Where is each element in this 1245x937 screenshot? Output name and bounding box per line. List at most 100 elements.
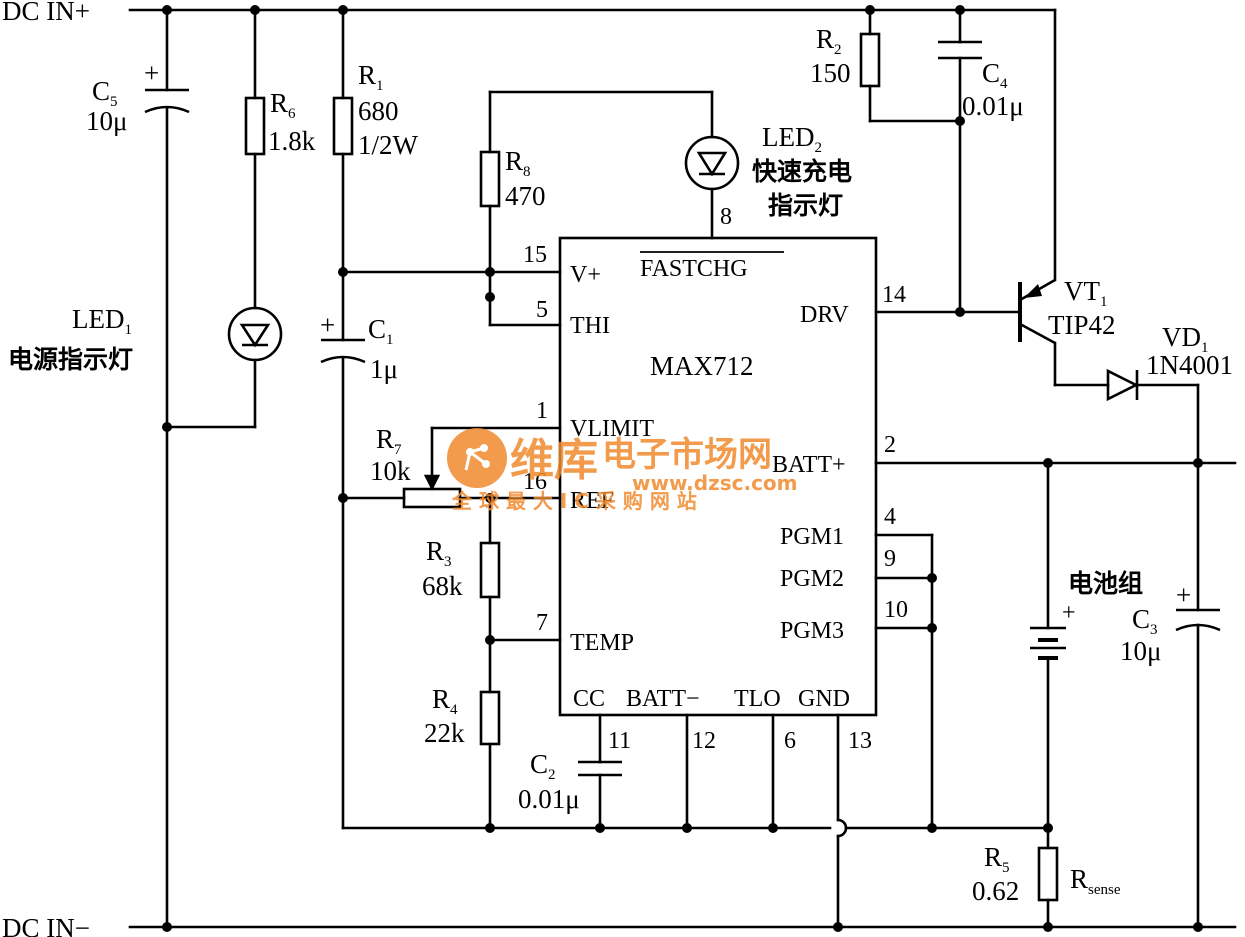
- r5-rsense: Rsense: [1070, 864, 1121, 898]
- svg-text:+: +: [1062, 600, 1076, 626]
- pin-name-cc: CC: [573, 686, 605, 712]
- pin-name-vplus: V+: [570, 262, 601, 288]
- r5-label: R5: [984, 842, 1010, 876]
- pin-num-15: 15: [523, 242, 547, 268]
- pin-num-7: 7: [536, 610, 548, 636]
- r7-label: R7: [376, 424, 402, 458]
- capacitor-c4: [938, 40, 982, 60]
- pin-num-10: 10: [884, 597, 908, 623]
- pin-name-tlo: TLO: [734, 686, 781, 712]
- resistor-r6: [244, 96, 266, 156]
- c2-label: C2: [530, 749, 556, 783]
- r2-label: R2: [816, 24, 842, 58]
- capacitor-c2: [578, 760, 622, 777]
- led1-symbol: [227, 306, 283, 362]
- pin-name-ref: REF: [570, 488, 614, 514]
- rail-label-top: DC IN+: [2, 0, 90, 26]
- ic-max712: [558, 236, 878, 717]
- capacitor-c1: +: [320, 310, 366, 364]
- svg-text:+: +: [320, 310, 335, 340]
- c5-value: 10μ: [86, 106, 127, 136]
- c1-value: 1μ: [370, 354, 398, 384]
- led2-desc-2: 指示灯: [768, 191, 843, 220]
- c2-value: 0.01μ: [518, 784, 580, 814]
- r6-label: R6: [270, 88, 296, 122]
- r7-value: 10k: [370, 456, 411, 486]
- pin-num-4: 4: [884, 504, 896, 530]
- pin-name-thi: THI: [570, 313, 610, 339]
- pin-name-pgm3: PGM3: [780, 618, 844, 644]
- c3-value: 10μ: [1120, 636, 1161, 666]
- resistor-r1: [332, 96, 354, 156]
- pin-num-12: 12: [692, 728, 716, 754]
- r3-value: 68k: [422, 571, 463, 601]
- pin-num-1: 1: [536, 398, 548, 424]
- pin-name-gnd: GND: [798, 686, 850, 712]
- r8-value: 470: [505, 181, 546, 211]
- pin-num-11: 11: [608, 728, 631, 754]
- rail-label-bottom: DC IN−: [2, 913, 90, 937]
- c5-label: C5: [92, 76, 118, 110]
- pin-name-battminus: BATT−: [626, 686, 700, 712]
- pin-num-14: 14: [882, 282, 906, 308]
- c4-label: C4: [982, 58, 1008, 92]
- led2-desc-1: 快速充电: [752, 157, 852, 186]
- svg-text:+: +: [1176, 580, 1191, 610]
- transistor-vt1: [1018, 278, 1056, 345]
- c1-label: C1: [368, 314, 394, 348]
- battery-pack: +: [1030, 600, 1076, 660]
- pin-name-temp: TEMP: [570, 630, 634, 656]
- r4-value: 22k: [424, 718, 465, 748]
- pin-num-8: 8: [720, 204, 732, 230]
- r5-value: 0.62: [972, 876, 1019, 906]
- pin-num-13: 13: [848, 728, 872, 754]
- r4-label: R4: [432, 684, 458, 718]
- r3-label: R3: [426, 536, 452, 570]
- r8-label: R8: [505, 146, 531, 180]
- led1-desc: 电源指示灯: [8, 345, 133, 374]
- watermark-slogan: 全 球 最 大 I C 采 购 网 站: [451, 489, 697, 513]
- pin-num-2: 2: [884, 432, 896, 458]
- capacitor-c5: +: [144, 58, 190, 114]
- pin-name-vlimit: VLIMIT: [570, 416, 654, 442]
- pin-name-pgm1: PGM1: [780, 524, 844, 550]
- pin-num-9: 9: [884, 546, 896, 572]
- c4-value: 0.01μ: [962, 91, 1024, 121]
- resistor-r4: [479, 690, 501, 746]
- pin-num-16: 16: [523, 469, 547, 495]
- pin-name-drv: DRV: [800, 302, 849, 328]
- capacitor-c3: +: [1175, 580, 1221, 632]
- pin-name-fastchg: FASTCHG: [640, 256, 748, 282]
- resistor-r8: [479, 150, 501, 208]
- watermark-brand: 维库: [510, 435, 598, 486]
- resistor-r2: [859, 32, 881, 88]
- c3-label: C3: [1132, 604, 1158, 638]
- led2-label: LED2: [762, 122, 822, 156]
- potentiometer-r7: [402, 474, 462, 509]
- pin-name-battplus: BATT+: [772, 452, 846, 478]
- diode-vd1: [1106, 368, 1139, 402]
- vd1-value: 1N4001: [1146, 350, 1233, 380]
- r1-rating: 1/2W: [358, 130, 419, 160]
- led1-label: LED1: [72, 304, 132, 338]
- pin-num-6: 6: [784, 728, 796, 754]
- watermark-name: 电子市场网: [602, 435, 772, 475]
- svg-text:+: +: [144, 58, 159, 88]
- r1-value: 680: [358, 96, 399, 126]
- resistor-r5: [1037, 846, 1059, 902]
- ic-name: MAX712: [650, 351, 754, 381]
- pin-name-pgm2: PGM2: [780, 566, 844, 592]
- watermark: 维库 电子市场网 www.dzsc.com 全 球 最 大 I C 采 购 网 …: [447, 428, 798, 513]
- r2-value: 150: [810, 58, 851, 88]
- led2-symbol: [684, 135, 740, 191]
- pin-num-5: 5: [536, 297, 548, 323]
- r6-value: 1.8k: [268, 126, 316, 156]
- r1-label: R1: [358, 60, 384, 94]
- watermark-logo-icon: [447, 428, 507, 488]
- junction-dots: [162, 5, 1203, 932]
- resistor-r3: [479, 541, 501, 599]
- watermark-url: www.dzsc.com: [632, 471, 798, 495]
- vt1-label: VT1: [1064, 276, 1108, 310]
- wires: [128, 8, 1237, 929]
